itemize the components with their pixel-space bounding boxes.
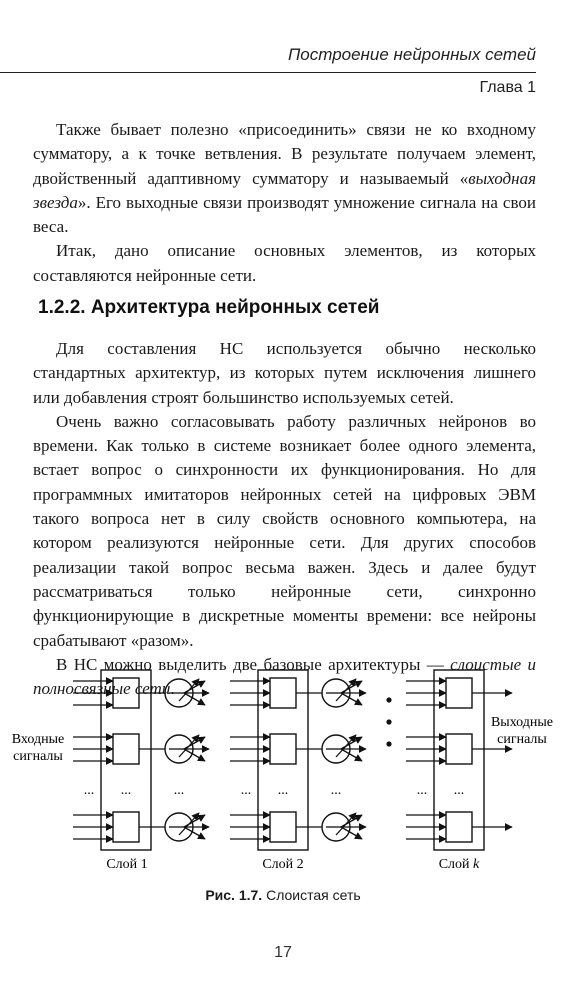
output-signals-label: Выходные: [491, 715, 553, 730]
ellipsis: ...: [84, 783, 95, 798]
layer-1-label: Слой 1: [106, 857, 147, 872]
adaptive-adder-box: [269, 677, 297, 709]
star-output-arrow: [340, 692, 363, 706]
layer-2-label: Слой 2: [262, 857, 303, 872]
star-output-arrow: [340, 736, 363, 750]
output-signals-label: сигналы: [497, 732, 547, 747]
adaptive-adder-box: [445, 811, 473, 843]
input-signals-label: сигналы: [13, 749, 63, 764]
paragraph: Очень важно согласовывать работу различн…: [33, 411, 536, 650]
paragraph: Для составления НС используется обычно н…: [33, 339, 536, 407]
adaptive-adder-box: [445, 677, 473, 709]
paragraph-text: ». Его выходные связи производят умножен…: [33, 192, 536, 237]
text-block-intro: Также бывает полезно «присоединить» связ…: [33, 118, 536, 288]
paragraph-text: Также бывает полезно «присоединить» связ…: [33, 120, 536, 188]
ellipsis: ...: [278, 783, 289, 798]
paragraph-text: В НС можно выделить две базовые архитект…: [56, 654, 451, 674]
ellipsis-dot: [386, 697, 392, 703]
ellipsis: ...: [331, 783, 342, 798]
ellipsis: ...: [454, 783, 465, 798]
layer-frame: [100, 669, 152, 851]
star-output-arrow: [340, 748, 363, 762]
adaptive-adder-box: [112, 811, 140, 843]
text-block-architecture: Для составления НС используется обычно н…: [33, 337, 536, 701]
page-number: 17: [274, 944, 292, 961]
paragraph: Также бывает полезно «присоединить» связ…: [33, 118, 536, 239]
section-heading: 1.2.2. Архитектура нейронных сетей: [38, 297, 380, 318]
ellipsis-dot: [386, 719, 392, 725]
layer-k-label: Слой k: [439, 857, 480, 872]
ellipsis-dot: [386, 741, 392, 747]
ellipsis: ...: [121, 783, 132, 798]
running-header-title: Построение нейронных сетей: [287, 45, 536, 64]
star-output-arrow: [183, 826, 206, 840]
paragraph-text: .: [170, 679, 175, 699]
adaptive-adder-box: [269, 811, 297, 843]
star-output-arrow: [183, 736, 206, 750]
star-output-arrow: [183, 692, 206, 706]
star-output-arrow: [340, 814, 363, 828]
star-output-arrow: [183, 748, 206, 762]
adaptive-adder-box: [269, 733, 297, 765]
term-emphasis: выходная звезда: [33, 168, 536, 212]
layer-frame: [433, 669, 485, 851]
star-output-arrow: [340, 826, 363, 840]
adaptive-adder-box: [445, 733, 473, 765]
star-output-arrow: [340, 680, 363, 694]
figure-caption: Рис. 1.7. Слоистая сеть: [0, 887, 566, 903]
figure-caption-text: Слоистая сеть: [262, 887, 361, 903]
adaptive-adder-box: [112, 733, 140, 765]
ellipsis: ...: [417, 783, 428, 798]
header-rule: [0, 72, 536, 73]
star-output-arrow: [183, 814, 206, 828]
ellipsis: ...: [241, 783, 252, 798]
adaptive-adder-box: [112, 677, 140, 709]
figure-number: Рис. 1.7.: [205, 887, 263, 903]
layer-frame: [257, 669, 309, 851]
layered-network-diagram: Входные сигналы Выходные сигналы Слой 1 …: [12, 669, 553, 872]
ellipsis: ...: [174, 783, 185, 798]
running-header-chapter: Глава 1: [479, 79, 536, 96]
paragraph: В НС можно выделить две базовые архитект…: [33, 653, 536, 702]
figure-layered-network: Входные сигналы Выходные сигналы Слой 1 …: [0, 660, 566, 880]
input-signals-label: Входные: [12, 732, 64, 747]
paragraph: Итак, дано описание основных элементов, …: [33, 241, 536, 285]
star-output-arrow: [183, 680, 206, 694]
